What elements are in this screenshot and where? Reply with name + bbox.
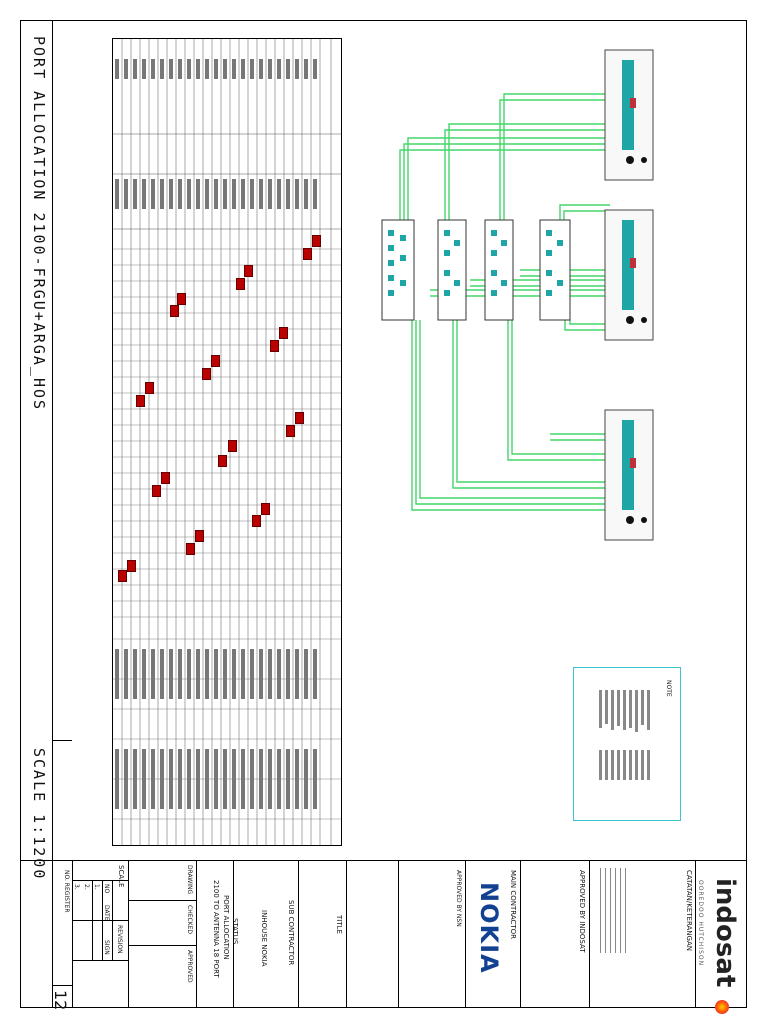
allocation-marker [195,530,204,542]
indosat-logo-dot [715,1000,729,1014]
allocation-marker [170,305,179,317]
drawing-title-line2: 2100 TO ANTENNA 18 PORT [212,880,220,978]
scale-label: SCALE [117,865,125,888]
rev-sign-label: SIGN [103,940,110,955]
rev-row-1: 1. [93,884,100,890]
drawing-label: DRAWING [186,865,193,895]
cabling-diagram [381,49,654,541]
approved-label: APPROVED [186,950,193,983]
port-allocation-table [112,38,342,846]
allocation-marker [303,248,312,260]
port-allocation-grid [113,39,341,845]
sheet-number: 12 [51,990,70,1011]
legend-lines [599,690,650,780]
approved-by-indosat: APPROVED BY INDOSAT [578,870,586,953]
allocation-marker [286,425,295,437]
checked-label: CHECKED [186,905,193,935]
drawing-title: PORT ALLOCATION 2100-FRGU+ARGA_HOS [30,36,48,412]
legend-title: NOTE [665,680,672,697]
allocation-marker [186,543,195,555]
no-register-label: NO. REGISTER [63,870,70,913]
allocation-marker [161,472,170,484]
status-label: STATUS [231,918,239,945]
allocation-marker [270,340,279,352]
indosat-logo: indosat [710,878,740,988]
allocation-marker [202,368,211,380]
allocation-marker [279,327,288,339]
drawing-frame [20,20,747,1008]
rev-row-2: 2. [83,884,90,890]
sub-contractor-label: SUB CONTRACTOR [287,900,295,966]
allocation-marker [228,440,237,452]
rev-no-label: NO [103,884,110,894]
legend-box [573,667,681,821]
approved-by-nsn: APPROVED BY NSN [455,870,462,927]
rev-row-3: 3. [73,884,80,890]
main-contractor-label: MAIN CONTRACTOR [509,870,517,940]
allocation-marker [211,355,220,367]
inhouse-label: INHOUSE NOKIA [260,910,268,967]
drawing-title-strip-divider [52,20,53,1008]
allocation-marker [127,560,136,572]
allocation-marker [244,265,253,277]
allocation-marker [236,278,245,290]
indosat-subtitle: OOREDOO HUTCHISON [697,880,704,967]
drawing-title-line1: PORT ALLOCATION [222,895,230,960]
allocation-marker [136,395,145,407]
antennas [604,49,654,541]
allocation-marker [177,293,186,305]
nokia-logo: NOKIA [475,882,503,974]
title-label: TITLE [335,915,343,934]
allocation-marker [218,455,227,467]
allocation-marker [145,382,154,394]
allocation-marker [118,570,127,582]
rev-date-label: DATE [103,905,110,921]
allocation-marker [312,235,321,247]
allocation-marker [252,515,261,527]
catatan-label: CATATAN/KETERANGAN [685,870,693,951]
indosat-notes-text [600,868,630,953]
allocation-marker [295,412,304,424]
allocation-marker [152,485,161,497]
revision-label: REVISION [116,925,123,954]
allocation-marker [261,503,270,515]
radio-units [381,219,571,321]
